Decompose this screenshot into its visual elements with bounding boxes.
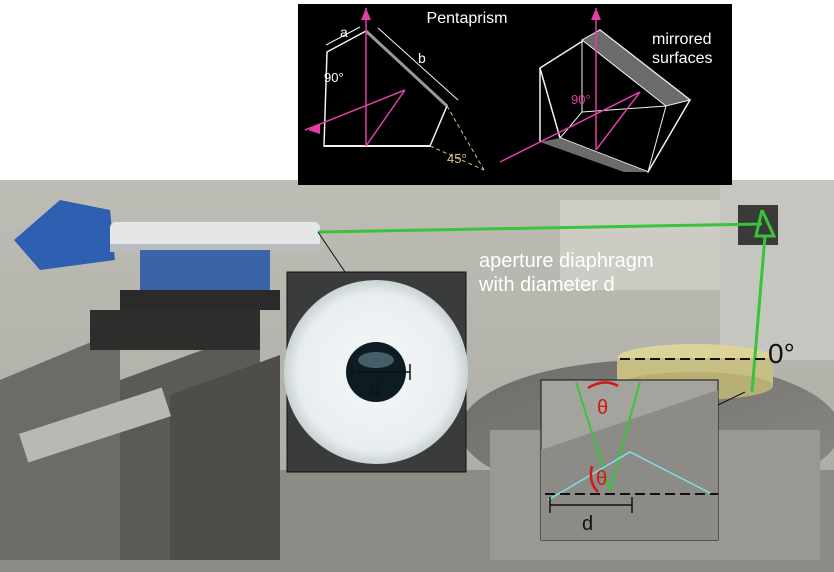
angle-90-right-label: 90°: [571, 92, 591, 107]
aperture-label: aperture diaphragm with diameter d: [479, 249, 654, 297]
theta-bottom-label: θ: [596, 468, 608, 490]
mirror-label-line-1: mirrored: [652, 31, 712, 48]
granite-front: [170, 355, 280, 560]
mirrored-surfaces-label: mirrored surfaces: [652, 30, 712, 68]
angle-90-left-label: 90°: [324, 70, 344, 85]
aperture-label-line-1: aperture diaphragm: [479, 250, 654, 272]
side-b-label: b: [418, 50, 426, 66]
aperture-diameter-label: d: [370, 379, 381, 399]
mount-plate: [90, 310, 260, 350]
reflection-pointer: [717, 391, 746, 406]
side-a-label: a: [340, 24, 348, 40]
window-light: [560, 200, 720, 290]
mirror-label-line-2: surfaces: [652, 50, 713, 67]
theta-top-label: θ: [597, 397, 609, 419]
laser-beam: [317, 222, 763, 234]
aperture-label-line-2: with diameter d: [479, 274, 615, 296]
laser-beam-vertical: [750, 235, 767, 393]
autocollimator-tube-shade: [110, 244, 320, 252]
angle-45-label: 45°: [447, 151, 467, 166]
autocollimator-head: [14, 200, 115, 270]
aperture-inset: [284, 271, 468, 473]
zero-degree-label: 0°: [768, 338, 795, 369]
aperture-pointer: [317, 231, 346, 273]
pentaprism-inset: [298, 4, 732, 185]
foam-block: [19, 387, 171, 463]
reflection-distance-label: d: [582, 513, 594, 535]
autocollimator-base: [120, 290, 280, 310]
reflection-inset: [540, 379, 719, 541]
pentaprism-title: Pentaprism: [426, 10, 508, 27]
